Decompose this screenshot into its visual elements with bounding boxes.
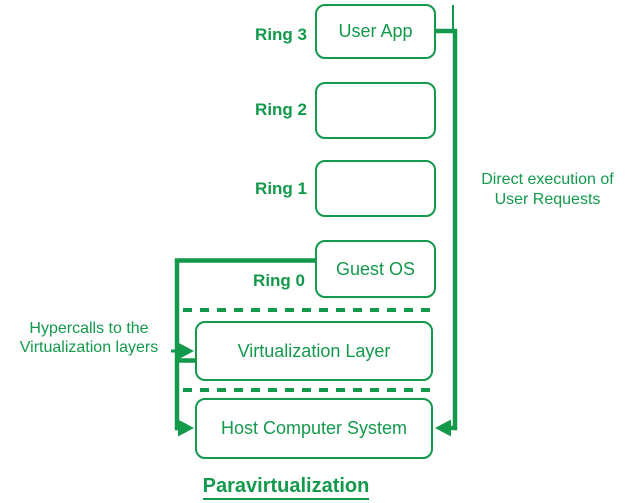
ring2-label: Ring 2 bbox=[255, 100, 307, 119]
hypercalls-label: Hypercalls to the Virtualization layers bbox=[19, 320, 159, 356]
hypercall-path-line bbox=[174, 258, 315, 431]
guest-os-box: Guest OS bbox=[315, 240, 436, 298]
hypercall-host-arrowhead-icon bbox=[178, 419, 194, 437]
ring1-empty-box bbox=[315, 160, 436, 217]
host-computer-system-box: Host Computer System bbox=[195, 398, 433, 459]
ring3-label: Ring 3 bbox=[255, 25, 307, 44]
ring1-label: Ring 1 bbox=[255, 179, 307, 198]
ring2-empty-box bbox=[315, 82, 436, 139]
direct-execution-label: Direct execution of User Requests bbox=[481, 171, 614, 208]
ring0-label: Ring 0 bbox=[253, 271, 305, 290]
diagram-title-text: Paravirtualization bbox=[202, 475, 370, 500]
virtualization-layer-box: Virtualization Layer bbox=[195, 321, 433, 381]
user-app-box: User App bbox=[315, 4, 436, 59]
diagram-title: Paravirtualization bbox=[130, 475, 442, 500]
direct-execution-line bbox=[436, 28, 458, 431]
direct-execution-arrowhead-icon bbox=[435, 419, 451, 437]
hypercalls-label-arrowhead-icon bbox=[178, 342, 194, 360]
